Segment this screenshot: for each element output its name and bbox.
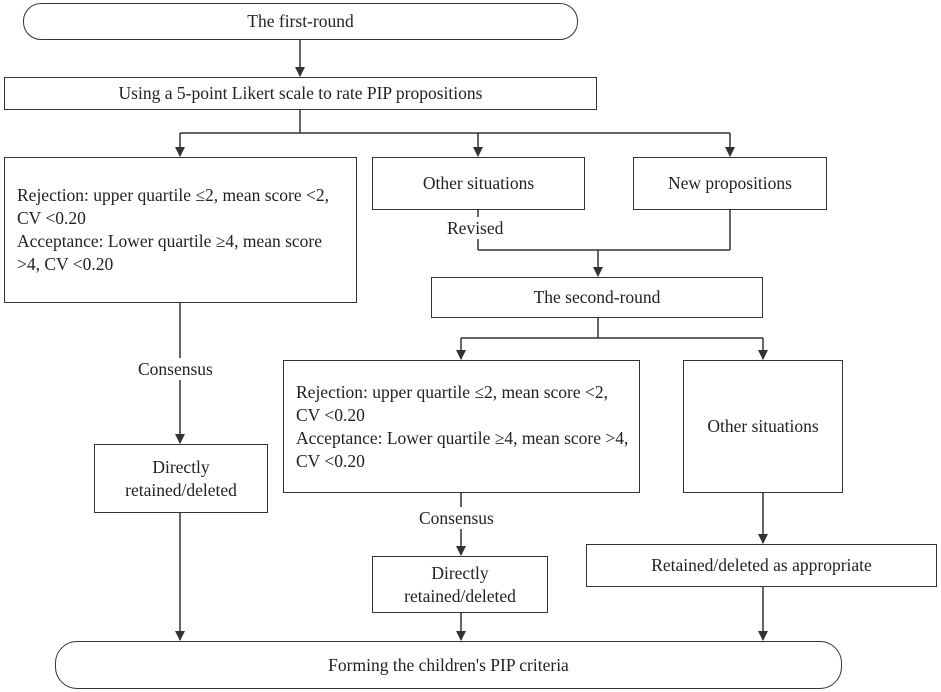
node-second-round-text: The second-round <box>533 287 661 307</box>
edge-label-revised: Revised <box>444 217 507 239</box>
node-other-situations-1: Other situations <box>372 157 585 210</box>
node-directly-retained-1-text: Directly retained/deleted <box>125 456 237 500</box>
node-first-round: The first-round <box>23 3 578 40</box>
edge-label-consensus-1: Consensus <box>135 358 216 380</box>
node-retained-as-appropriate: Retained/deleted as appropriate <box>586 544 937 587</box>
node-criteria-round1: Rejection: upper quartile ≤2, mean score… <box>4 157 357 303</box>
node-first-round-text: The first-round <box>247 11 354 31</box>
node-new-propositions: New propositions <box>633 157 827 210</box>
node-directly-retained-2-text: Directly retained/deleted <box>404 562 516 606</box>
node-likert: Using a 5-point Likert scale to rate PIP… <box>4 77 597 110</box>
node-second-round: The second-round <box>431 277 763 318</box>
criteria1-acceptance: Acceptance: Lower quartile ≥4, mean scor… <box>17 231 323 274</box>
node-other-situations-2: Other situations <box>683 360 843 493</box>
edge-label-consensus-2: Consensus <box>416 507 497 529</box>
criteria1-rejection: Rejection: upper quartile ≤2, mean score… <box>17 185 330 228</box>
node-other-situations-1-text: Other situations <box>422 173 535 193</box>
node-criteria-round2: Rejection: upper quartile ≤2, mean score… <box>283 360 640 493</box>
criteria2-acceptance: Acceptance: Lower quartile ≥4, mean scor… <box>296 427 629 471</box>
node-retained-as-appropriate-text: Retained/deleted as appropriate <box>651 555 872 575</box>
criteria2-rejection: Rejection: upper quartile ≤2, mean score… <box>296 381 609 425</box>
node-directly-retained-1: Directly retained/deleted <box>94 444 268 513</box>
node-forming-criteria: Forming the children's PIP criteria <box>55 641 842 689</box>
node-other-situations-2-text: Other situations <box>707 416 819 436</box>
node-directly-retained-2: Directly retained/deleted <box>372 556 548 613</box>
node-new-propositions-text: New propositions <box>668 173 792 193</box>
node-likert-text: Using a 5-point Likert scale to rate PIP… <box>118 83 483 103</box>
node-forming-criteria-text: Forming the children's PIP criteria <box>328 654 569 675</box>
